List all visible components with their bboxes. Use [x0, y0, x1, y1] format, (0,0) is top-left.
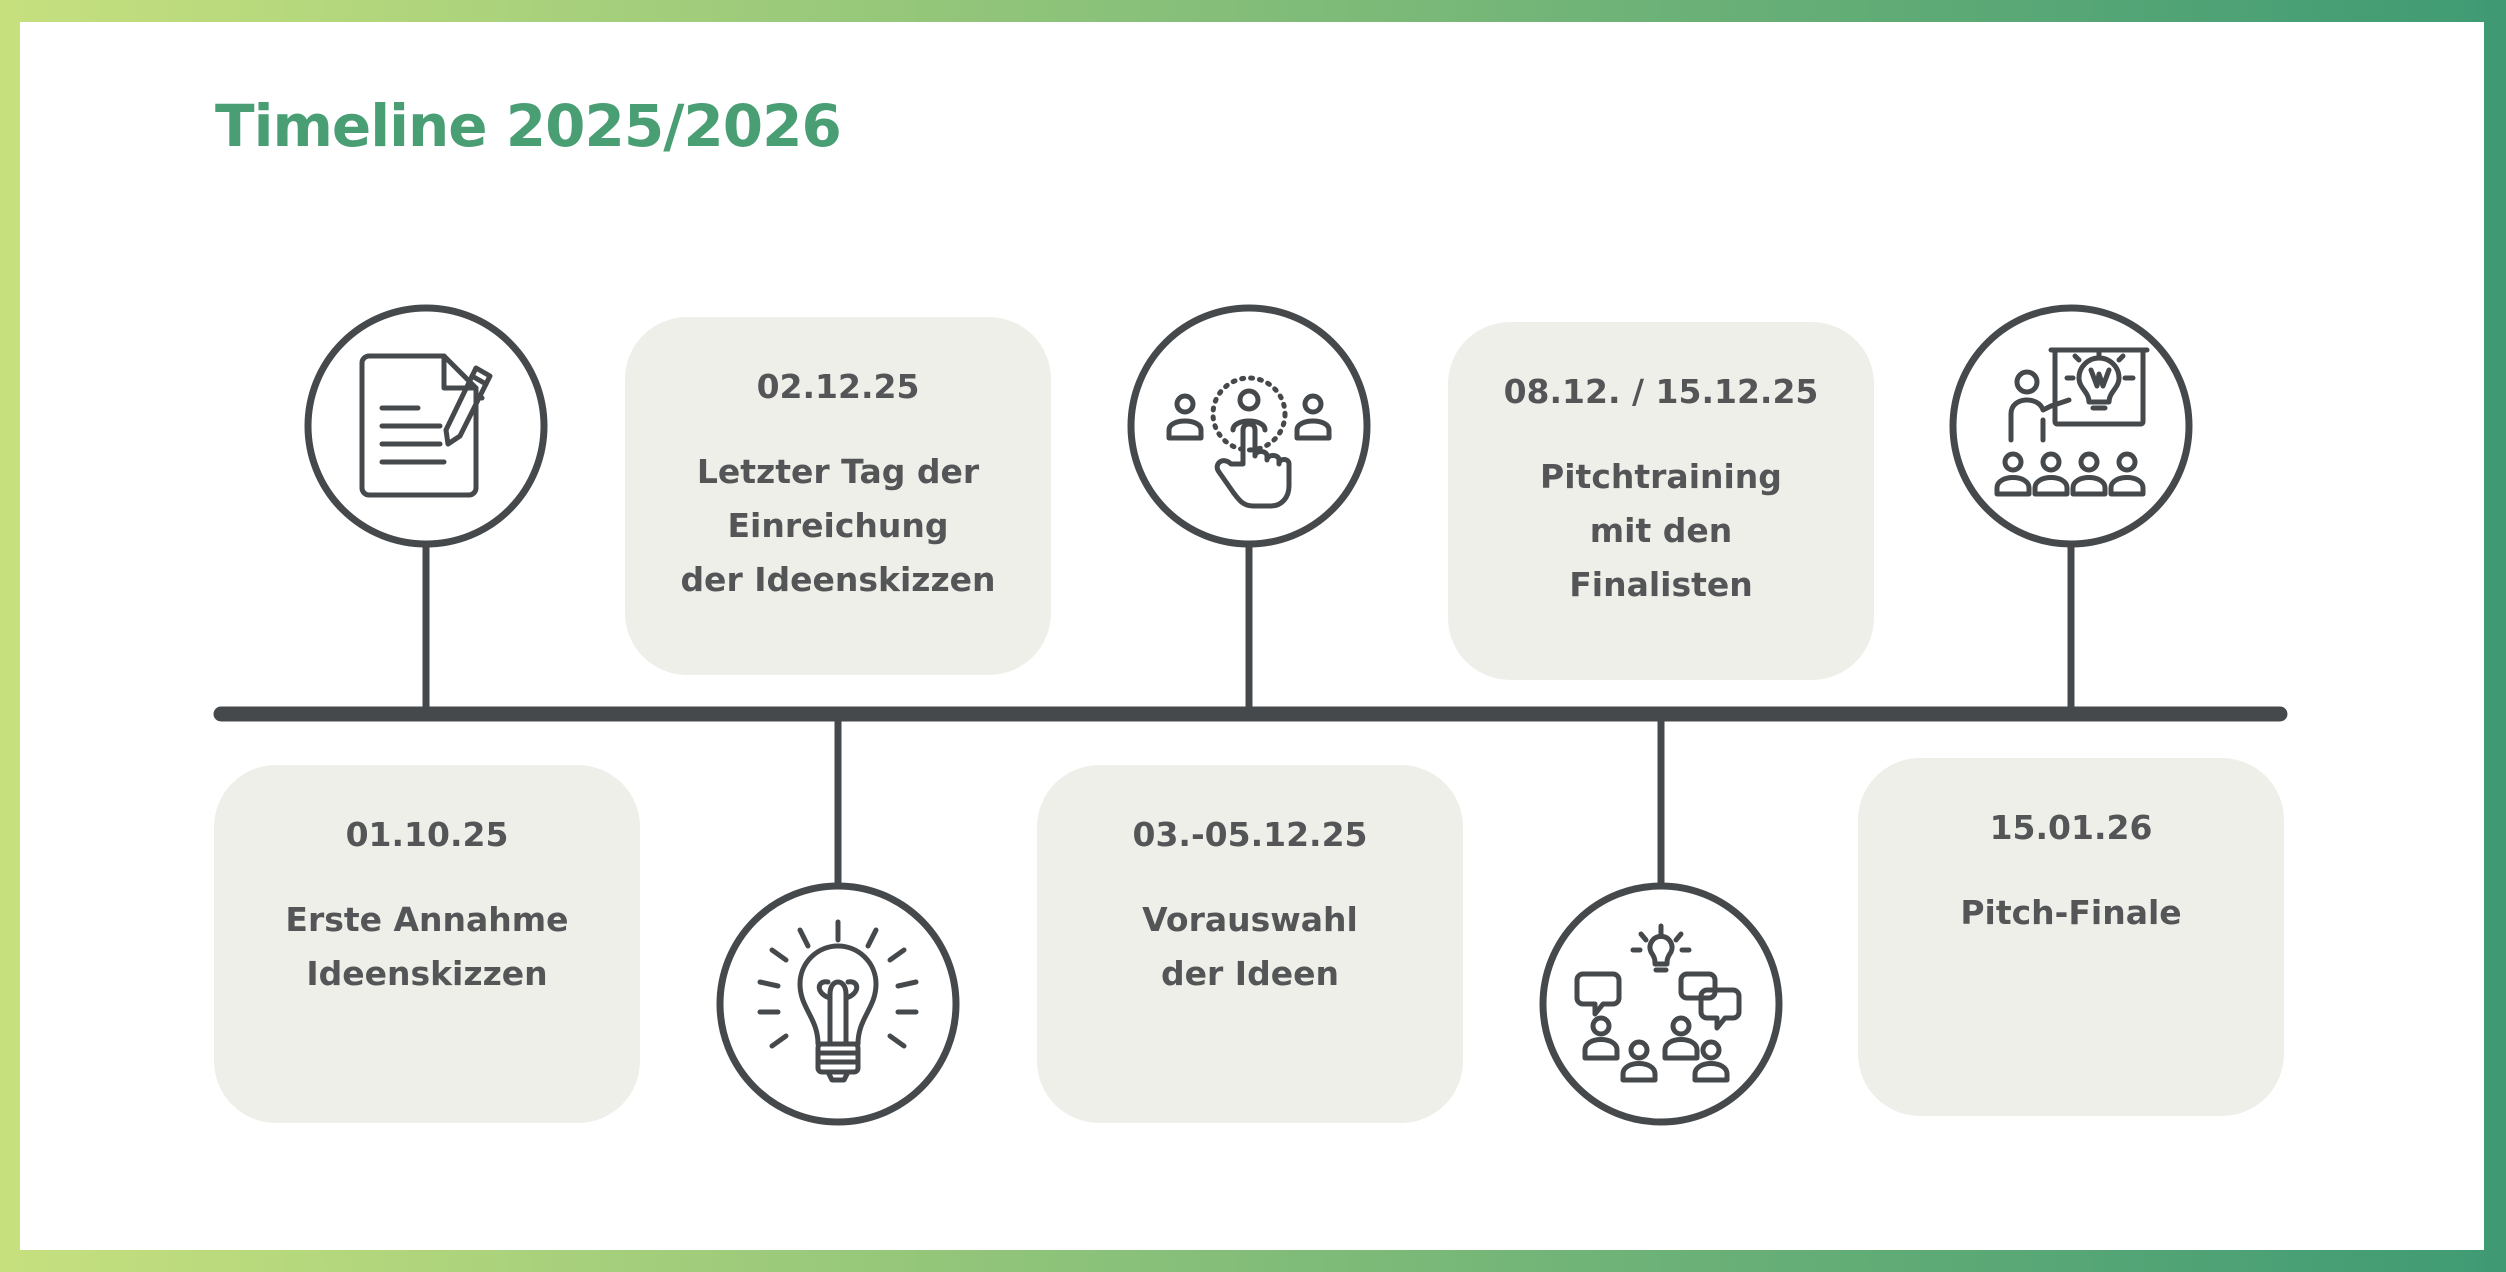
- border-left: [0, 0, 20, 1272]
- border-right: [2484, 0, 2506, 1272]
- border-bottom: [0, 1250, 2506, 1272]
- lightbulb-icon: [757, 919, 919, 1083]
- event-label: Vorauswahl der Ideen: [1142, 899, 1358, 993]
- icon-node-3: [1127, 304, 1371, 548]
- event-date: 02.12.25: [756, 367, 920, 406]
- event-date: 03.-05.12.25: [1132, 815, 1368, 854]
- event-card-3: 03.-05.12.25 Vorauswahl der Ideen: [1037, 765, 1463, 1123]
- event-date: 01.10.25: [345, 815, 509, 854]
- event-date: 08.12. / 15.12.25: [1503, 372, 1819, 411]
- event-card-5: 15.01.26 Pitch-Finale: [1858, 758, 2284, 1116]
- icon-node-5: [1949, 304, 2193, 548]
- page-title: Timeline 2025/2026: [215, 92, 842, 160]
- icon-node-1: [304, 304, 548, 548]
- icon-node-2: [716, 882, 960, 1126]
- border-top: [0, 0, 2506, 22]
- event-card-2: 02.12.25 Letzter Tag der Einreichung der…: [625, 317, 1051, 675]
- event-label: Erste Annahme Ideenskizzen: [285, 899, 569, 993]
- document-pencil-icon: [359, 353, 493, 498]
- event-label: Pitchtraining mit den Finalisten: [1540, 456, 1782, 604]
- icon-node-4: [1539, 882, 1783, 1126]
- selection-hand-icon: [1166, 375, 1332, 509]
- event-label: Letzter Tag der Einreichung der Ideenski…: [680, 451, 996, 599]
- event-card-4: 08.12. / 15.12.25 Pitchtraining mit den …: [1448, 322, 1874, 680]
- event-card-1: 01.10.25 Erste Annahme Ideenskizzen: [214, 765, 640, 1123]
- event-label: Pitch-Finale: [1960, 892, 2182, 932]
- presentation-audience-icon: [1994, 347, 2150, 497]
- discussion-group-icon: [1574, 923, 1742, 1083]
- event-date: 15.01.26: [1989, 808, 2153, 847]
